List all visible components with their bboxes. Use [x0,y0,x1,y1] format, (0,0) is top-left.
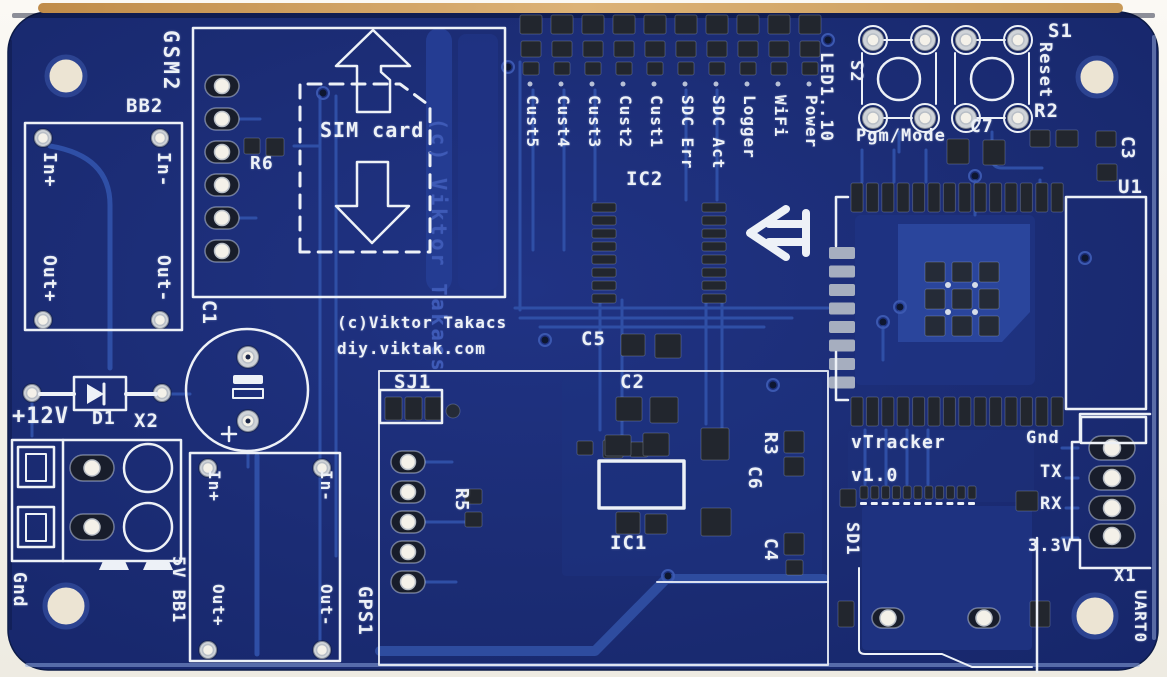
sim-card-outline [298,82,432,254]
pads-and-holes [22,14,1136,660]
u1-module-outline [834,195,1148,445]
label-u1: U1 [1118,176,1143,198]
label-led-wifi: WiFi [771,95,790,138]
label-ic2: IC2 [626,168,664,190]
ic1-outline [597,459,686,510]
label-led-cust2: Cust2 [616,95,635,149]
label-bb2-out-minus: Out- [153,255,174,303]
label-led-cust1: Cust1 [647,95,666,149]
scan-edge-artifact [38,3,1123,13]
copper-pours [426,28,1035,650]
sd-card-outline [858,536,1039,674]
label-gps1: GPS1 [354,586,376,636]
label-bb2-in-minus: In- [153,152,174,188]
label-c5: C5 [581,328,606,350]
label-c2: C2 [620,371,645,393]
label-bb2: BB2 [126,95,164,117]
bb2-outline [23,121,184,332]
gsm-module-outline [191,26,507,299]
label-uart-33v: 3.3V [1028,536,1073,556]
label-uart0: UART0 [1131,590,1150,644]
label-gsm2: GSM2 [159,30,183,93]
pushbutton-silkscreen [861,39,1030,119]
copper-credit-text: (c) Viktor Takacs [427,118,451,374]
label-bb2-out-plus: Out+ [39,255,60,303]
label-led-cust3: Cust3 [585,95,604,149]
label-sj1: SJ1 [394,371,432,393]
credit-line: (c)Viktor Takacs [337,313,508,332]
c1-capacitor-outline [184,327,310,453]
label-x1: X1 [1114,566,1137,586]
label-r5: R5 [451,488,472,512]
label-c3: C3 [1117,136,1138,160]
label-sim-card: SIM card [320,118,425,142]
label-bb2-in-plus: In+ [39,152,60,188]
label-bb1-in-minus: In- [317,470,336,502]
label-c7: C7 [970,116,994,137]
c1-plus-mark [220,425,238,443]
gps-module-outline [378,370,829,666]
label-uart-rx: RX [1040,494,1063,514]
diode-symbol [38,375,158,412]
label-uart-gnd: Gnd [1026,428,1060,448]
label-plus12v: +12V [12,404,69,429]
label-s1: S1 [1048,20,1073,42]
website-line: diy.viktak.com [337,339,486,358]
label-led-cust5: Cust5 [523,95,542,149]
label-gnd-power: Gnd [9,572,30,608]
label-reset: Reset [1035,42,1055,99]
label-led-logger: Logger [740,95,759,159]
x1-connector-outline [1070,412,1152,570]
sim-insert-up-arrow-icon [334,28,412,114]
label-bb1-out-plus: Out+ [209,584,228,627]
label-board-name: vTracker [851,432,946,453]
label-led-sdc-act: SDC Act [709,95,728,170]
label-d1: D1 [92,408,116,429]
train-arrow-logo-icon [746,205,810,261]
silkscreen-artwork [10,26,1152,674]
terminal-block-outline [10,438,183,570]
bb1-outline [188,451,342,663]
label-board-version: v1.0 [851,465,899,486]
label-bb1-in-plus: In+ [205,470,224,502]
label-c4: C4 [760,538,781,562]
label-r3: R3 [760,432,781,456]
label-led-range: LED1..10 [816,52,836,142]
label-c6: C6 [744,466,765,490]
label-r6: R6 [250,153,274,174]
label-sd1: SD1 [842,522,862,556]
label-s2: S2 [846,60,866,83]
label-uart-tx: TX [1040,462,1063,482]
label-c1: C1 [198,300,220,325]
label-x2: X2 [134,410,159,432]
label-led-cust4: Cust4 [554,95,573,149]
label-bb1-out-minus: Out- [317,584,336,627]
label-led-sdc-err: SDC Err [678,95,697,170]
label-pgm-mode: Pgm/Mode [856,126,946,146]
sim-eject-down-arrow-icon [334,160,411,245]
label-bb1: 5V BB1 [168,556,188,624]
label-ic1: IC1 [610,532,648,554]
label-r2: R2 [1034,100,1059,122]
